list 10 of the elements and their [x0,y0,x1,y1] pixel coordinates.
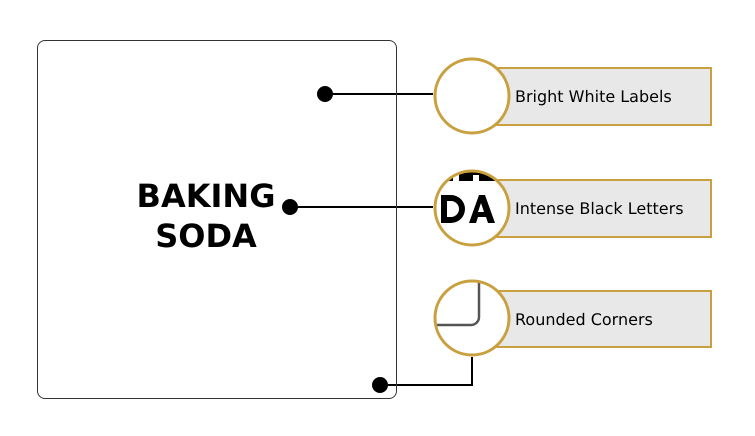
leader-line [333,93,433,95]
callout-dot [282,199,298,215]
leader-line [388,357,473,386]
callout-label: Bright White Labels [495,67,712,126]
product-label [37,40,397,399]
label-title: BAKING SODA [136,176,276,256]
callout-dot [372,377,388,393]
callout-label: Intense Black Letters [495,179,712,238]
callout-label: Rounded Corners [495,290,712,348]
callout-dot [317,86,333,102]
